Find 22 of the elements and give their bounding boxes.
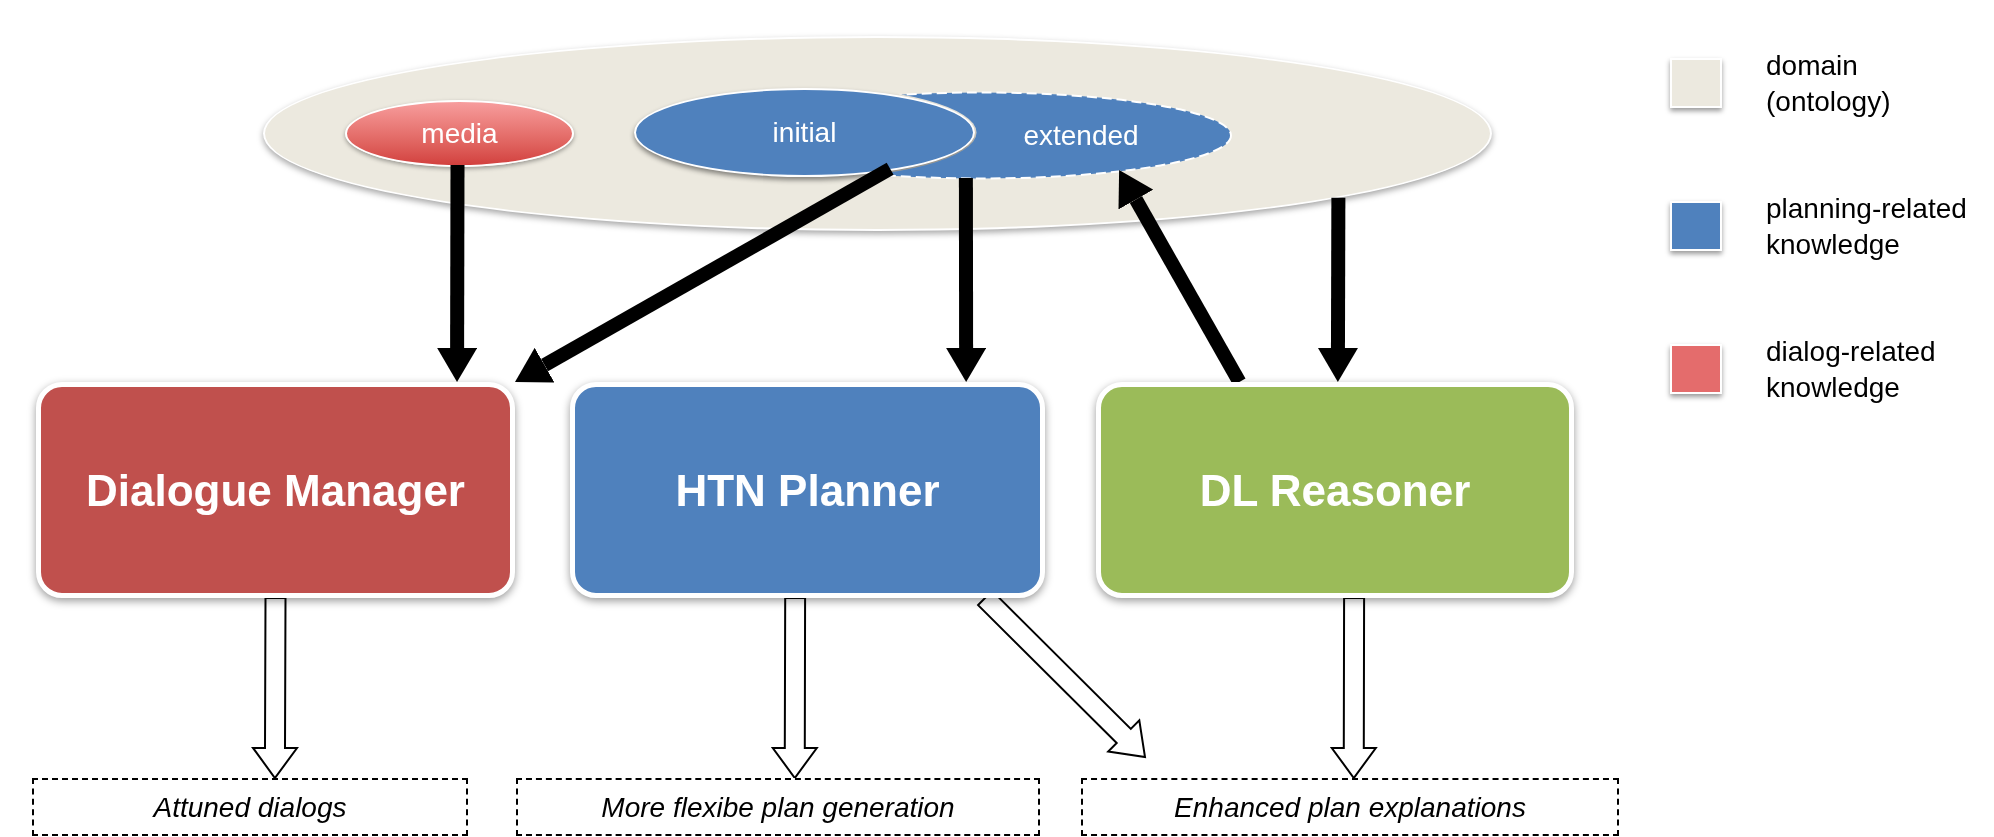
outcome-box <box>32 778 468 836</box>
thick-arrow <box>515 162 894 383</box>
node-label: Attuned dialogs <box>153 790 347 825</box>
node-label: Dialogue Manager <box>86 464 465 517</box>
hollow-block-arrow <box>251 597 299 780</box>
outcome-box <box>516 778 1040 836</box>
node-label: HTN Planner <box>675 464 940 517</box>
node-label: More flexibe plan generation <box>601 790 955 825</box>
legend-label: domain (ontology) <box>1766 49 1892 120</box>
node-label: DL Reasoner <box>1199 464 1471 517</box>
hollow-block-arrow <box>1329 597 1378 780</box>
hollow-block-arrow <box>770 597 819 780</box>
outcome-box <box>1081 778 1619 836</box>
node-label: initial <box>772 116 837 150</box>
legend-label: planning-related knowledge <box>1766 191 1968 263</box>
legend-label: dialog-related knowledge <box>1766 334 1937 405</box>
node-label: extended <box>1023 119 1139 153</box>
thick-arrow <box>437 164 478 382</box>
thick-arrow <box>1317 197 1358 382</box>
node-label: media <box>421 117 498 151</box>
node-label: Enhanced plan explanations <box>1174 790 1526 825</box>
thick-arrow <box>946 178 987 382</box>
